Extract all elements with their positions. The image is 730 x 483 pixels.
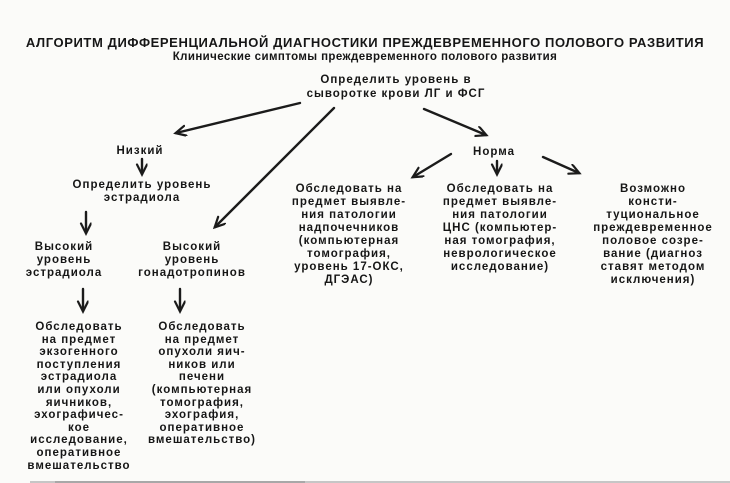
page-title: АЛГОРИТМ ДИФФЕРЕНЦИАЛЬНОЙ ДИАГНОСТИКИ ПР… bbox=[25, 35, 705, 50]
scan-edge-artifact-dark bbox=[55, 481, 305, 483]
node-high-gonadotropins: Высокий уровень гонадотропинов bbox=[138, 241, 246, 279]
node-root: Определить уровень в сыворотке крови ЛГ … bbox=[306, 74, 486, 100]
node-high-estradiol: Высокий уровень эстрадиола bbox=[25, 241, 103, 279]
node-adrenal-workup: Обследовать на предмет выявле- ния патол… bbox=[291, 183, 407, 286]
arrow-normal-to-constitutional bbox=[541, 155, 579, 173]
arrow-normal-to-adrenal-workup bbox=[413, 152, 453, 177]
node-constitutional: Возможно консти- туциональное преждеврем… bbox=[593, 183, 713, 286]
node-exogenous-workup: Обследовать на предмет экзогенного посту… bbox=[27, 321, 131, 472]
node-normal: Норма bbox=[473, 146, 515, 158]
arrow-root-to-low bbox=[176, 101, 302, 133]
node-ovarian-tumor-workup: Обследовать на предмет опухоли яич- нико… bbox=[147, 321, 257, 447]
page-subtitle: Клинические симптомы преждевременного по… bbox=[172, 51, 558, 63]
node-low: Низкий bbox=[116, 145, 164, 157]
arrow-root-to-normal bbox=[422, 107, 486, 135]
node-cns-workup: Обследовать на предмет выявле- ния патол… bbox=[442, 183, 558, 273]
scan-edge-artifact bbox=[30, 480, 730, 483]
node-estradiol-level: Определить уровень эстрадиола bbox=[72, 179, 212, 204]
